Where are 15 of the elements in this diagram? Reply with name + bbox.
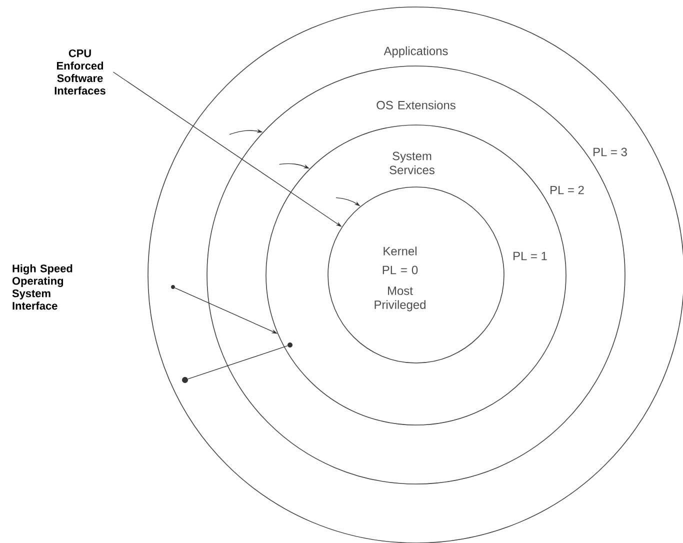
ring-label: Applications [384,46,448,58]
level-label: PL = 3 [594,148,627,156]
ring-label: Kernel [384,246,416,256]
callout-text: CPU Enforced Software Interfaces [54,49,106,95]
ring [206,66,626,484]
ring [266,124,566,426]
callout-text: High Speed Operating System Interface [12,264,72,310]
level-label: PL = 2 [550,186,584,194]
ring-label: OS Extensions [376,100,456,110]
ring-label: Most Privileged [374,286,426,312]
ring [148,6,683,543]
ring-label: PL = 0 [382,266,418,274]
ring [328,186,504,364]
ring-label: System Services [390,152,434,174]
level-label: PL = 1 [514,252,547,260]
